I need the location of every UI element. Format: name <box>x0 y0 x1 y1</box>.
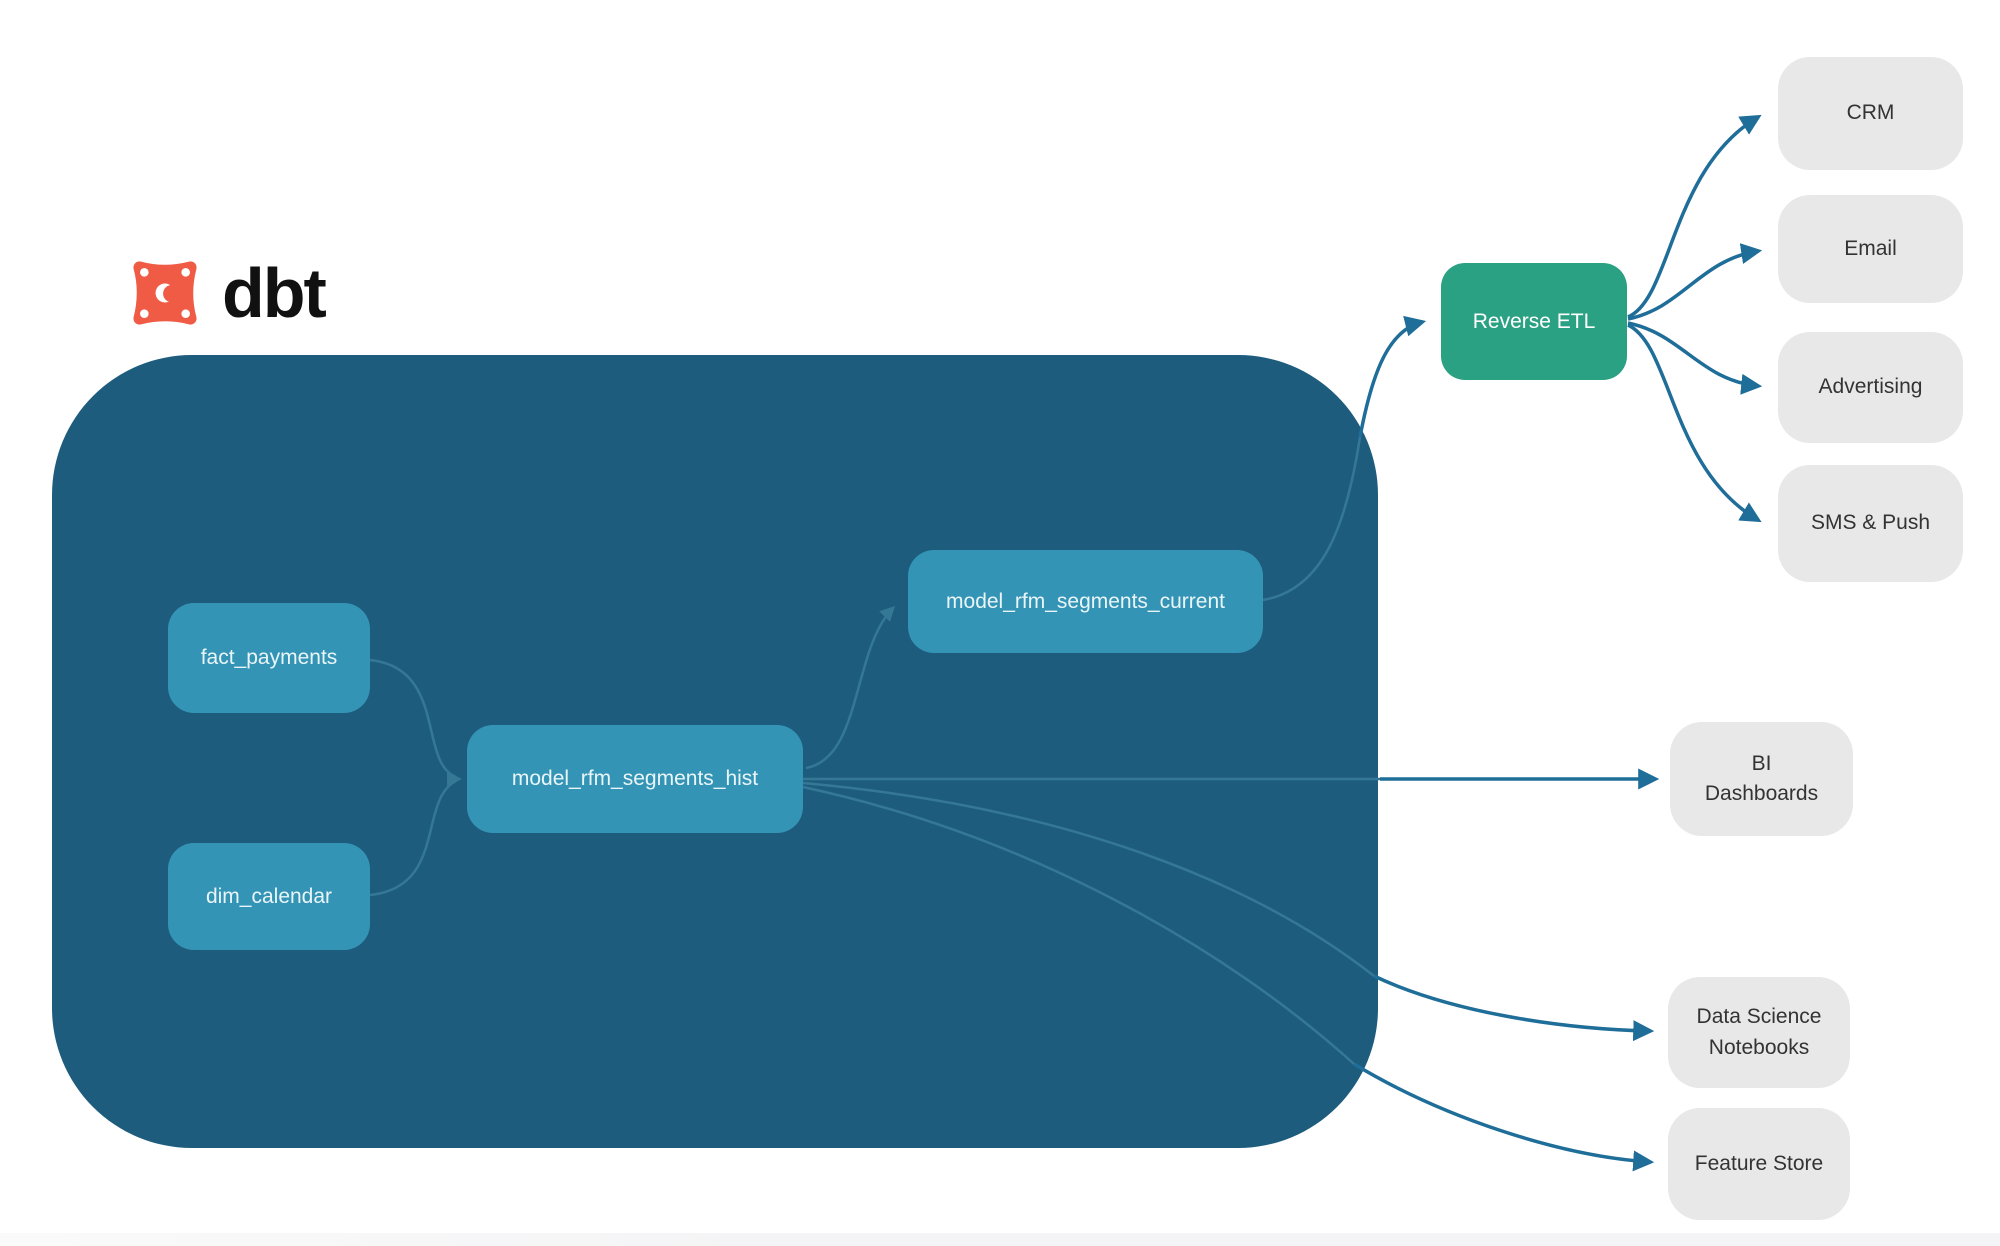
node-bi-dashboards: BI Dashboards <box>1670 722 1853 836</box>
edge-reverse-etl-to-email <box>1627 243 1763 321</box>
node-label: Feature Store <box>1694 1151 1824 1175</box>
node-feature-store: Feature Store <box>1668 1108 1850 1220</box>
dbt-logo-text: dbt <box>222 254 327 332</box>
node-label: BI Dashboards <box>1704 751 1819 805</box>
node-label: Advertising <box>1818 375 1923 399</box>
node-label: dim_calendar <box>205 884 333 908</box>
dbt-dot <box>140 268 149 277</box>
node-label: model_rfm_segments_hist <box>511 767 759 790</box>
node-email: Email <box>1778 195 1963 303</box>
dbt-logo-icon <box>133 261 197 325</box>
bottom-edge-strip <box>0 1233 2000 1246</box>
dbt-dot <box>140 309 149 318</box>
node-reverse-etl: Reverse ETL <box>1441 263 1627 380</box>
edge-reverse-etl-to-advertising <box>1627 321 1763 395</box>
node-model-rfm-segments-hist: model_rfm_segments_hist <box>467 725 803 833</box>
node-label: Email <box>1844 236 1897 260</box>
node-advertising: Advertising <box>1778 332 1963 443</box>
node-label: fact_payments <box>200 646 338 669</box>
node-label: Data Science Notebooks <box>1696 1005 1822 1059</box>
node-label: Reverse ETL <box>1472 309 1596 333</box>
dbt-dot <box>181 309 190 318</box>
node-label: CRM <box>1846 101 1895 125</box>
node-fact-payments: fact_payments <box>168 603 370 713</box>
node-model-rfm-segments-current: model_rfm_segments_current <box>908 550 1263 653</box>
node-label: SMS & Push <box>1810 511 1931 535</box>
dbt-logo: dbt <box>122 250 327 336</box>
node-dim-calendar: dim_calendar <box>168 843 370 950</box>
node-crm: CRM <box>1778 57 1963 170</box>
dbt-crescent-cut <box>163 285 181 303</box>
dbt-dot <box>181 268 190 277</box>
edge-reverse-etl-to-crm <box>1627 114 1762 319</box>
edge-current-to-reverse-etl <box>1358 315 1427 438</box>
node-sms-push: SMS & Push <box>1778 465 1963 582</box>
edge-hist-to-feature-store <box>1353 1062 1655 1172</box>
edge-hist-to-ds-notebooks <box>1373 974 1655 1042</box>
node-label: model_rfm_segments_current <box>946 589 1225 613</box>
edge-reverse-etl-to-sms-push <box>1627 323 1762 523</box>
node-data-science-notebooks: Data Science Notebooks <box>1668 977 1850 1088</box>
